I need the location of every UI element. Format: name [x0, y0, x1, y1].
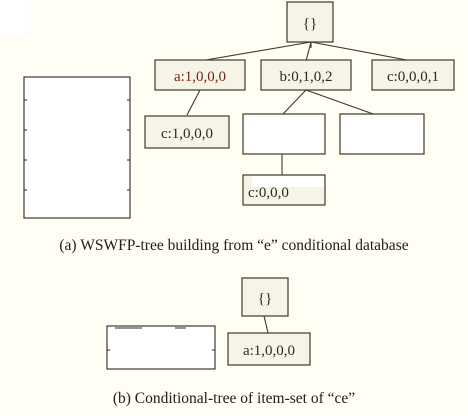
blank-patch — [0, 0, 30, 36]
tree-a-node-a: a:1,0,0,0 — [154, 59, 246, 91]
tree-b-node-a: a:1,0,0,0 — [227, 332, 311, 366]
tree-a-node-c-left: c:1,0,0,0 — [144, 115, 230, 149]
tree-a-node-b-label: b:0,1,0,2 — [280, 69, 333, 85]
obscuring-patch — [252, 176, 324, 187]
tree-b-node-a-label: a:1,0,0,0 — [243, 343, 295, 359]
tree-b-edges — [263, 315, 269, 334]
tree-b-root-node: {} — [241, 277, 289, 317]
tree-a-node-c-partial: c:0,0,0 — [242, 174, 326, 206]
tree-a-node-b: b:0,1,0,2 — [260, 59, 352, 91]
caption-b: (b) Conditional-tree of item-set of “ce” — [113, 390, 355, 407]
empty-frame-a — [23, 76, 131, 219]
tree-b-root-label: {} — [258, 291, 272, 307]
caption-a: (a) WSWFP-tree building from “e” conditi… — [59, 237, 408, 254]
tree-a-blank-node-1 — [242, 113, 326, 155]
tree-a-root-node: {} — [286, 1, 334, 43]
tree-a-node-c-top: c:0,0,0,1 — [371, 59, 455, 91]
tree-a-edges — [186, 41, 413, 175]
tree-a-root-label: {} — [303, 16, 317, 32]
empty-frame-b — [106, 325, 216, 370]
tree-a-node-c-top-label: c:0,0,0,1 — [387, 69, 439, 85]
tree-a-node-c-partial-label: c:0,0,0 — [248, 185, 289, 201]
tree-a-node-c-left-label: c:1,0,0,0 — [161, 126, 213, 142]
tree-a-blank-node-2 — [339, 113, 425, 155]
tree-a-node-a-label: a:1,0,0,0 — [174, 69, 226, 85]
